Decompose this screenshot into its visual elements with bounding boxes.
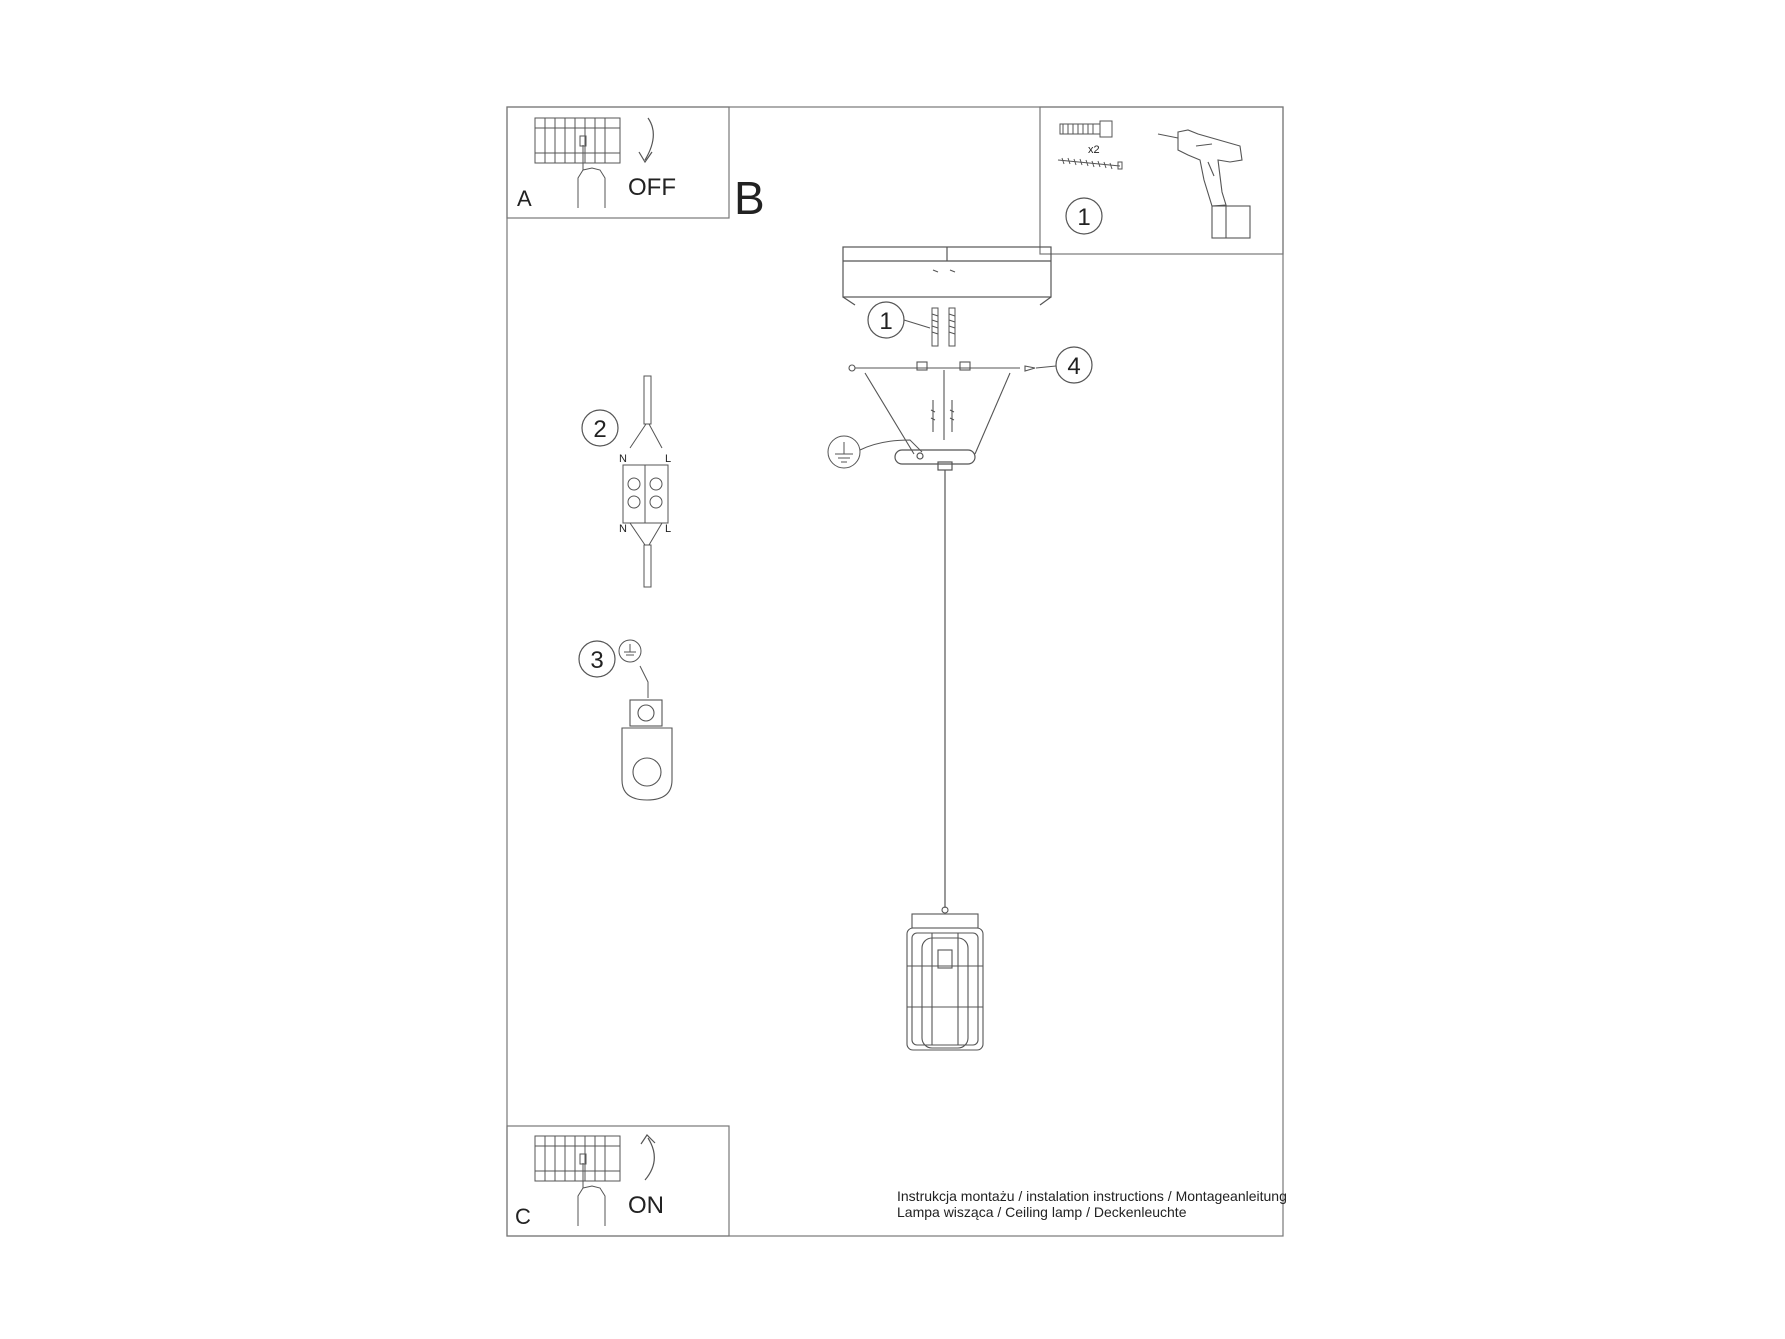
- mounting-bracket: [848, 361, 1036, 455]
- down-arrow-icon: [638, 117, 654, 164]
- wall-plugs-icon: [931, 307, 956, 347]
- off-label: OFF: [628, 174, 676, 201]
- drill-icon: [1157, 129, 1251, 239]
- multiplier-label: x2: [1088, 144, 1100, 156]
- panel-a-letter: A: [517, 186, 532, 211]
- tools-step-circle: [1065, 197, 1103, 235]
- canopy: [894, 449, 976, 471]
- step2-number: 2: [593, 416, 606, 443]
- breaker-box-icon-c: [534, 1135, 621, 1182]
- tools-step-number: 1: [1077, 204, 1090, 231]
- step3-circle: [578, 640, 616, 678]
- ground-symbol-circle: [827, 435, 861, 469]
- panel-c-letter: C: [515, 1204, 531, 1229]
- ground-icon: [835, 439, 923, 463]
- wall-plug-icon: [1059, 120, 1113, 138]
- panel-c: C ON: [506, 1125, 730, 1237]
- on-label: ON: [628, 1192, 664, 1219]
- screw-icon: [1057, 157, 1123, 170]
- tools-panel: x2 1: [1039, 106, 1284, 255]
- cage-lamp: [906, 906, 984, 1051]
- step4-circle: [1055, 346, 1093, 384]
- step1-number: 1: [879, 308, 892, 335]
- step1-leader: [903, 319, 931, 329]
- hand-icon: [577, 145, 606, 208]
- panel-a: A OFF: [506, 106, 730, 219]
- step3-ground-circle: [618, 639, 642, 663]
- panel-b-letter: B: [734, 172, 765, 224]
- step4-number: 4: [1067, 353, 1080, 380]
- terminal-n-top: N: [619, 453, 627, 465]
- ceiling-block: [842, 246, 1052, 306]
- terminal-l-top: L: [665, 453, 671, 465]
- panel-c-frame: [506, 1125, 730, 1237]
- terminal-l-bottom: L: [665, 523, 671, 535]
- breaker-box-icon: [534, 117, 621, 164]
- sheet-frame: [506, 106, 1284, 1237]
- step3-ground-icon: [624, 644, 649, 698]
- step4-leader: [1035, 365, 1057, 369]
- footer-line-2: Lampa wisząca / Ceiling lamp / Deckenleu…: [897, 1204, 1187, 1220]
- terminal-n-bottom: N: [619, 523, 627, 535]
- tools-panel-frame: [1039, 106, 1284, 255]
- terminal-block-icon: [622, 375, 669, 588]
- up-arrow-icon: [640, 1134, 656, 1181]
- hand-icon-c: [577, 1163, 606, 1226]
- step2-circle: [581, 409, 619, 447]
- footer-line-1: Instrukcja montażu / instalation instruc…: [897, 1188, 1287, 1204]
- panel-a-frame: [506, 106, 730, 219]
- ground-terminal-icon: [621, 699, 673, 801]
- step3-number: 3: [590, 647, 603, 674]
